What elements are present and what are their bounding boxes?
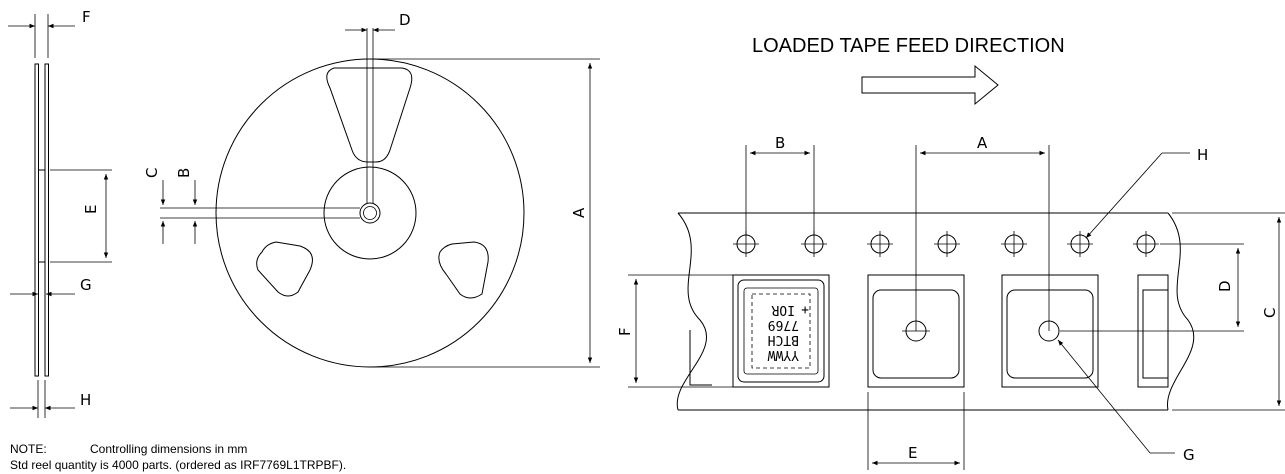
svg-text:YYWW: YYWW xyxy=(768,347,799,362)
svg-text:+: + xyxy=(801,302,809,317)
tape-label-G: G xyxy=(1183,446,1195,464)
tape-label-E: E xyxy=(908,444,917,462)
reel-flange-right xyxy=(44,63,49,377)
tape-label-F: F xyxy=(616,327,634,336)
reel-window-top xyxy=(326,67,413,163)
tape-dimensions xyxy=(628,145,1285,470)
reel-window-left xyxy=(256,241,313,297)
reel-label-A: A xyxy=(570,207,588,218)
tape-label-C: C xyxy=(1261,308,1279,318)
note-line2: Std reel quantity is 4000 parts. (ordere… xyxy=(10,458,346,472)
tape-label-A: A xyxy=(977,134,988,152)
reel-label-E: E xyxy=(82,205,100,214)
tape-label-B: B xyxy=(775,134,785,152)
reel-label-H: H xyxy=(80,391,91,409)
reel-label-C: C xyxy=(143,168,161,178)
pocket-empty-3 xyxy=(1001,274,1099,388)
feed-direction-arrow xyxy=(861,64,999,106)
part-marking: YYWW BTCH 7769 IOR + xyxy=(768,302,809,362)
reel-label-B: B xyxy=(175,168,193,178)
reel-window-right xyxy=(438,241,489,299)
reel-front-view xyxy=(160,27,600,368)
reel-hub-side xyxy=(38,169,46,263)
reel-hub-circle xyxy=(323,166,417,260)
reel-spindle-inner xyxy=(363,206,377,220)
pocket-partial xyxy=(1137,274,1169,388)
reel-label-F: F xyxy=(82,8,91,26)
tape-label-H: H xyxy=(1197,146,1208,164)
reel-label-G: G xyxy=(80,276,92,294)
reel-label-D: D xyxy=(399,11,411,29)
sprocket-holes xyxy=(733,231,1159,257)
svg-text:7769: 7769 xyxy=(768,317,799,332)
reel-spindle-hole xyxy=(359,202,381,224)
svg-text:IOR: IOR xyxy=(771,302,795,317)
pocket-loaded xyxy=(732,274,830,388)
reel-side-view xyxy=(8,14,112,418)
reel-flange-left xyxy=(34,63,39,377)
carrier-tape: YYWW BTCH 7769 IOR + xyxy=(676,212,1195,411)
reel-outer-circle xyxy=(215,58,525,368)
svg-text:BTCH: BTCH xyxy=(768,332,799,347)
note-text: Controlling dimensions in mm xyxy=(90,442,247,456)
tape-feed-title: LOADED TAPE FEED DIRECTION xyxy=(752,35,1065,57)
note-label: NOTE: xyxy=(10,442,47,456)
tape-label-D: D xyxy=(1216,280,1234,292)
